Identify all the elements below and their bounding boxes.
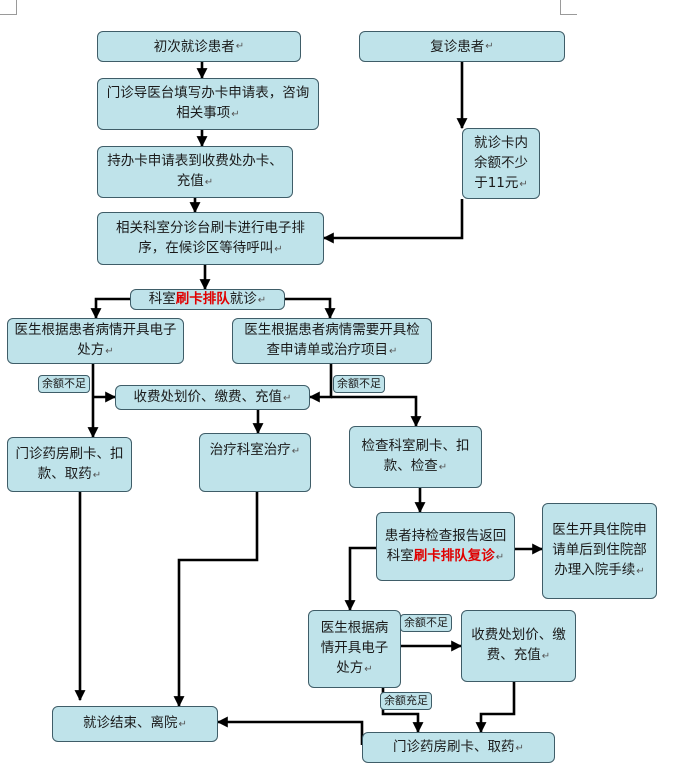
node-pharmacy-2: 门诊药房刷卡、取药↵ bbox=[362, 732, 555, 763]
page-corner-mark bbox=[560, 0, 577, 15]
edge-queue-to-exam bbox=[285, 297, 336, 320]
edge-balance-to-triage bbox=[322, 199, 464, 244]
node-e-prescription-2: 医生根据病情开具电子处方↵ bbox=[308, 610, 401, 688]
node-e-prescription: 医生根据患者病情开具电子处方↵ bbox=[7, 318, 184, 364]
node-cashier-pay: 收费处划价、缴费、充值↵ bbox=[115, 385, 310, 410]
edge-exam-to-exam-room bbox=[331, 395, 422, 428]
edge-treatment-to-end bbox=[173, 492, 259, 708]
node-card-balance: 就诊卡内余额不少于11元↵ bbox=[462, 128, 540, 199]
node-first-visit: 初次就诊患者↵ bbox=[97, 31, 301, 62]
node-exam-request: 医生根据患者病情需要开具检查申请单或治疗项目↵ bbox=[232, 318, 432, 364]
node-treatment-room: 治疗科室治疗↵ bbox=[199, 433, 311, 492]
edge-cashier2-to-pharmacy2 bbox=[475, 682, 516, 734]
edge-exam-to-cashier bbox=[308, 364, 333, 403]
edge-pharmacy2-to-end bbox=[216, 716, 364, 745]
node-cashier-pay-2: 收费处划价、缴费、充值↵ bbox=[461, 610, 576, 682]
edge-queue-to-prescription bbox=[90, 297, 130, 320]
node-return-visit: 复诊患者↵ bbox=[359, 31, 565, 62]
tag-insufficient-lower: 余额不足 bbox=[400, 614, 452, 632]
tag-insufficient-right: 余额不足 bbox=[333, 375, 385, 393]
node-report-return: 患者持检查报告返回科室刷卡排队复诊↵ bbox=[376, 512, 515, 581]
node-queue-visit: 科室刷卡排队就诊↵ bbox=[130, 289, 285, 310]
node-visit-end: 就诊结束、离院↵ bbox=[52, 706, 218, 742]
node-inpatient: 医生开具住院申请单后到住院部办理入院手续↵ bbox=[542, 503, 657, 599]
node-guide-desk: 门诊导医台填写办卡申请表，咨询相关事项↵ bbox=[97, 78, 319, 130]
node-cashier-card: 持办卡申请表到收费处办卡、充值↵ bbox=[97, 146, 293, 198]
node-pharmacy-1: 门诊药房刷卡、扣款、取药↵ bbox=[7, 437, 132, 492]
node-exam-room: 检查科室刷卡、扣款、检查↵ bbox=[349, 426, 482, 488]
page-corner-mark bbox=[0, 0, 17, 15]
tag-sufficient: 余额充足 bbox=[380, 692, 432, 710]
edge-report-to-prescription2 bbox=[344, 546, 376, 612]
tag-insufficient-left: 余额不足 bbox=[38, 375, 90, 393]
node-triage-desk: 相关科室分诊台刷卡进行电子排序，在候诊区等待呼叫↵ bbox=[97, 212, 324, 265]
